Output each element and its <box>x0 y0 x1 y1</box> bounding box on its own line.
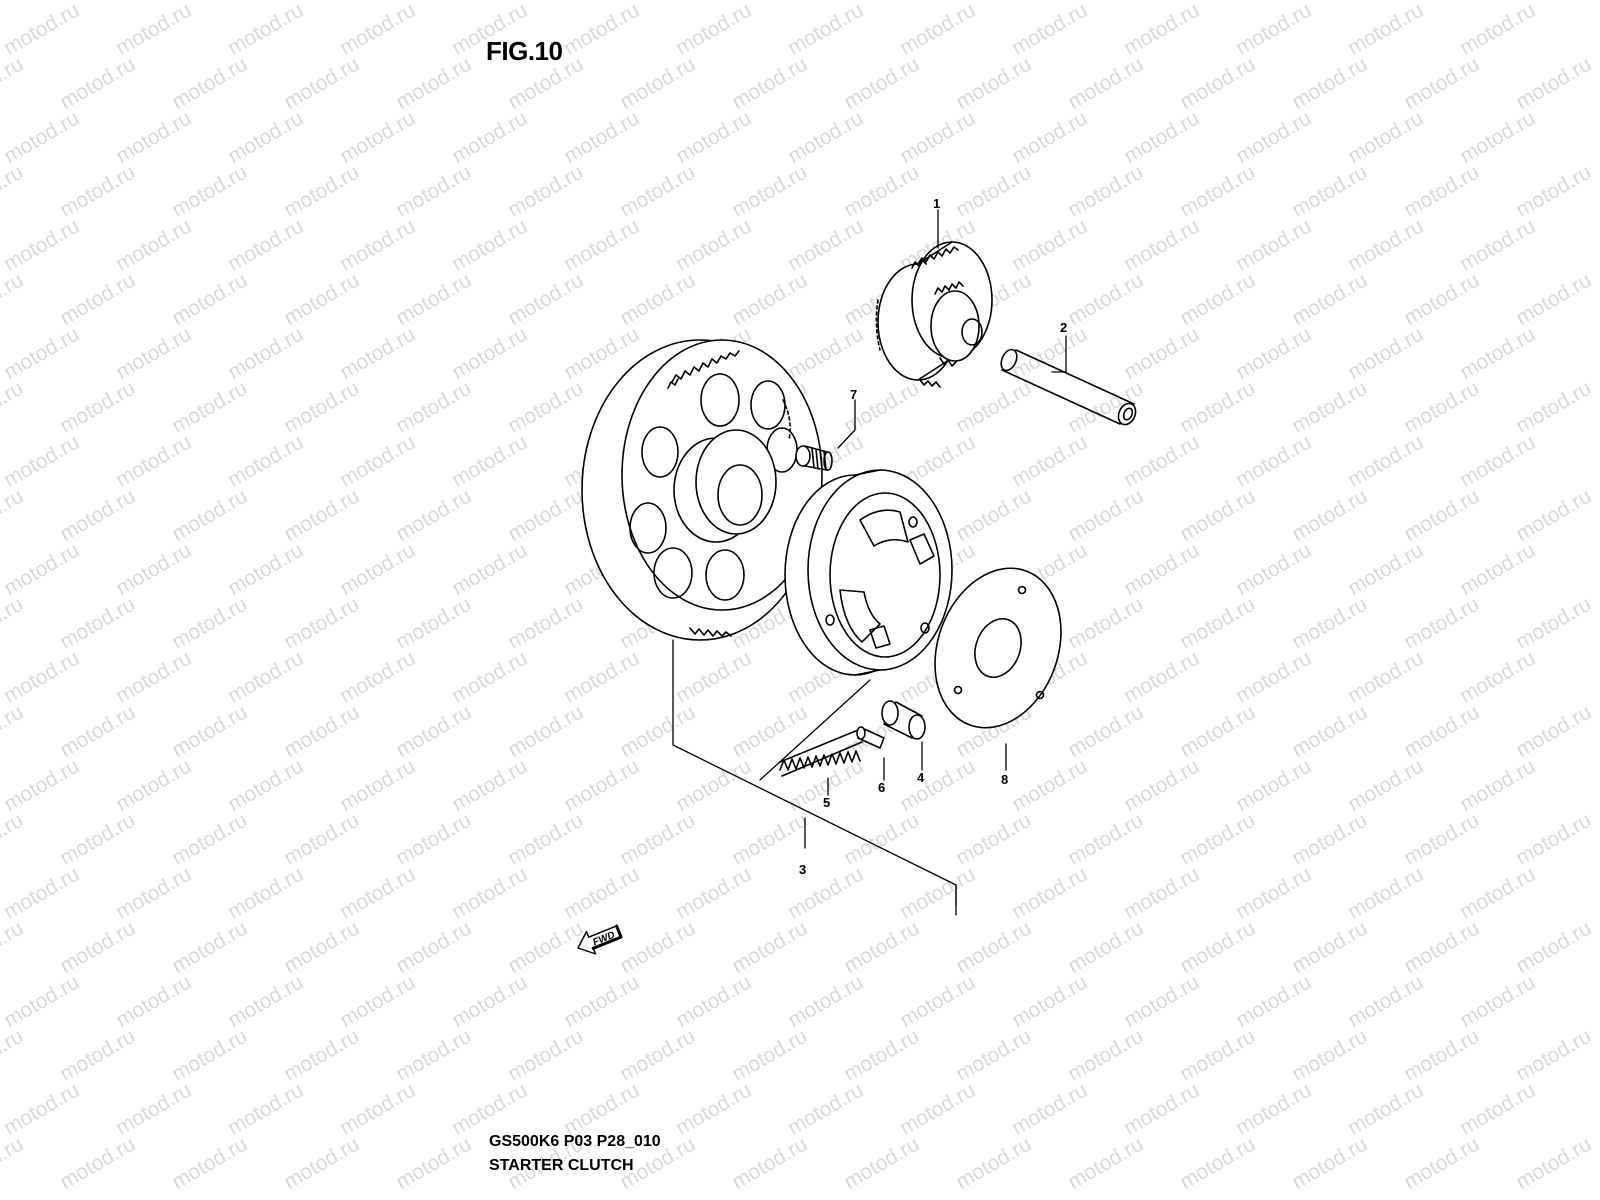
callout-7: 7 <box>850 387 857 402</box>
figure-title: FIG.10 <box>486 36 563 66</box>
one-way-clutch-body[interactable] <box>784 469 953 676</box>
callout-5: 5 <box>823 795 830 810</box>
callout-6: 6 <box>878 780 885 795</box>
fwd-label: FWD <box>591 930 616 949</box>
callout-8: 8 <box>1001 772 1008 787</box>
callout-2: 2 <box>1060 320 1067 335</box>
part-6-plunger[interactable] <box>856 726 885 749</box>
part-4-roller[interactable] <box>881 700 926 740</box>
callout-1: 1 <box>933 196 940 211</box>
leader-lines <box>672 209 1067 916</box>
figure-name: STARTER CLUTCH <box>489 1157 634 1174</box>
part-7-bolt[interactable] <box>795 445 833 471</box>
callout-3: 3 <box>799 862 806 877</box>
callout-labels: 1 2 3 4 5 6 7 8 <box>799 196 1067 877</box>
callout-4: 4 <box>917 770 925 785</box>
fwd-direction-arrow: FWD <box>577 924 623 955</box>
part-3-driven-gear[interactable] <box>581 339 823 641</box>
model-code: GS500K6 P03 P28_010 <box>489 1133 661 1150</box>
part-8-plate[interactable] <box>914 550 1083 745</box>
part-5-spring[interactable] <box>779 729 863 777</box>
part-2-shaft[interactable] <box>998 347 1139 427</box>
part-1-idle-gear[interactable] <box>875 241 993 388</box>
